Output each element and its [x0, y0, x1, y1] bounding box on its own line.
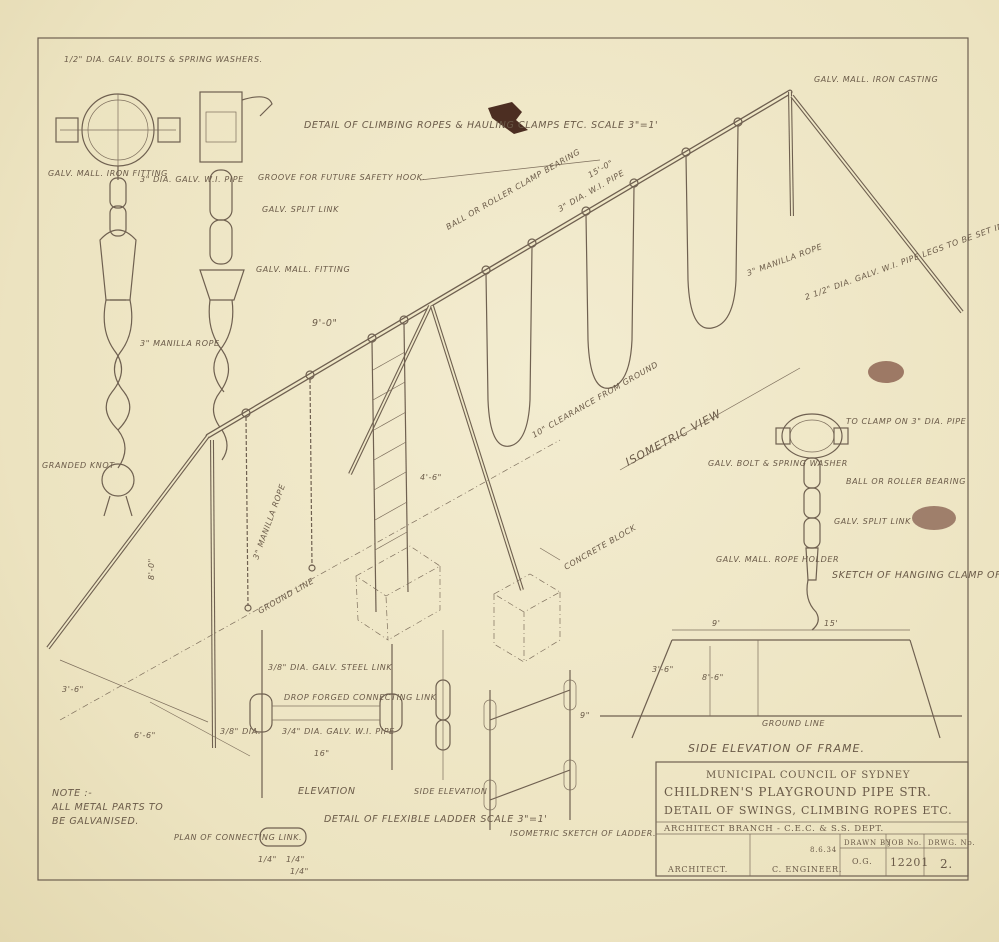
drawing-number-label: DRWG. No.	[928, 839, 975, 847]
mall-fitting-label: GALV. MALL. FITTING	[256, 265, 350, 274]
branch-name: ARCHITECT BRANCH - C.E.C. & S.S. DEPT.	[663, 824, 884, 834]
drawn-value: O.G.	[852, 857, 872, 866]
groove-label: GROOVE FOR FUTURE SAFETY HOOK.	[258, 173, 426, 182]
bearing-label: BALL OR ROLLER BEARING	[846, 477, 966, 486]
note-line-2: ALL METAL PARTS TO	[51, 802, 163, 813]
elevation-label: ELEVATION	[298, 786, 356, 797]
casting-label: GALV. MALL. IRON CASTING	[814, 75, 938, 84]
dim-6-iso: 6'-6"	[134, 731, 156, 740]
roller-label: BALL OR ROLLER CLAMP BEARING	[445, 147, 582, 232]
dim-3-6-iso: 3'-6"	[62, 685, 84, 694]
swing-rope-label: 3" MANILLA ROPE	[746, 242, 824, 278]
hanging-clamp-sketch	[775, 413, 849, 631]
dim-16: 16"	[314, 749, 330, 758]
bolts-label: 1/2" DIA. GALV. BOLTS & SPRING WASHERS.	[64, 55, 263, 64]
climbing-rope-detail	[55, 91, 273, 517]
isometric-frame	[46, 89, 964, 757]
dim-9-iso: 9'-0"	[312, 318, 338, 329]
side-elev-label: SIDE ELEVATION	[414, 787, 488, 796]
dim-4-6-iso: 4'-6"	[420, 473, 442, 482]
ladder-detail-label: DETAIL OF FLEXIBLE LADDER SCALE 3"=1'	[324, 814, 547, 825]
job-label: JOB No.	[887, 839, 922, 847]
side-elevation	[600, 629, 962, 739]
detail-title: DETAIL OF CLIMBING ROPES & HAULING CLAMP…	[304, 120, 658, 131]
dim-38: 3/8" DIA.	[220, 727, 261, 736]
holder-label: GALV. MALL. ROPE HOLDER	[716, 555, 839, 564]
project-name: CHILDREN'S PLAYGROUND PIPE STR.	[664, 785, 932, 799]
council-name: MUNICIPAL COUNCIL OF SYDNEY	[706, 770, 910, 781]
pipe-label: 3" DIA. GALV. W.I. PIPE	[140, 175, 244, 184]
dim-8-iso: 8'-0"	[147, 558, 156, 580]
fitting-label: GALV. MALL. IRON FITTING	[48, 169, 168, 178]
ladder-pipe-label: 3/4" DIA. GALV. W.I. PIPE	[282, 727, 395, 736]
dim-b: 1/4"	[286, 855, 305, 864]
side-ground: GROUND LINE	[762, 719, 825, 728]
drawing-border	[37, 37, 969, 881]
forged-label: DROP FORGED CONNECTING LINK	[284, 693, 437, 702]
dim-a: 1/4"	[258, 855, 277, 864]
bolt-label: GALV. BOLT & SPRING WASHER	[708, 459, 848, 468]
stain-spot	[912, 506, 956, 530]
clearance-label: 10" CLEARANCE FROM GROUND	[531, 360, 660, 440]
steel-link-label: 3/8" DIA. GALV. STEEL LINK	[268, 663, 392, 672]
drawn-label: DRAWN BY	[844, 839, 891, 847]
split-link-label: GALV. SPLIT LINK	[262, 205, 339, 214]
manilla-rope-label: 3" MANILLA ROPE	[251, 482, 287, 560]
plan-label: PLAN OF CONNECTING LINK.	[174, 833, 302, 842]
architect-label: ARCHITECT.	[667, 865, 728, 874]
split-label: GALV. SPLIT LINK	[834, 517, 911, 526]
concrete-block-label: CONCRETE BLOCK	[563, 523, 638, 572]
side-dim-9: 9'	[712, 619, 721, 628]
side-dim-8-6: 8'-6"	[702, 673, 724, 682]
sketch-label: SKETCH OF HANGING CLAMP OF SWINGS.	[832, 570, 999, 581]
stain-spot	[868, 361, 904, 383]
ink-stain	[488, 102, 528, 134]
note-line-3: BE GALVANISED.	[52, 816, 139, 827]
side-dim-15: 15'	[824, 619, 838, 628]
job-number: 12201	[890, 856, 929, 869]
clamp-on-label: TO CLAMP ON 3" DIA. PIPE	[846, 417, 967, 426]
iso-sketch-label: ISOMETRIC SKETCH OF LADDER.	[510, 829, 656, 838]
side-dim-3-6: 3'-6"	[652, 665, 674, 674]
manilla-label: 3" MANILLA ROPE	[140, 339, 220, 348]
side-dim-9in: 9"	[580, 711, 590, 720]
legs-label: 2 1/2" DIA. GALV. W.I. PIPE LEGS TO BE S…	[804, 203, 999, 302]
engineer-label: C. ENGINEER.	[772, 865, 842, 874]
note-heading: NOTE :-	[52, 788, 92, 799]
date-value: 8.6.34	[810, 846, 837, 854]
dim-c: 1/4"	[290, 867, 309, 876]
ground-line-iso: GROUND LINE	[257, 576, 316, 615]
drawing-detail: DETAIL OF SWINGS, CLIMBING ROPES ETC.	[664, 804, 952, 817]
drawing-number: 2.	[940, 857, 953, 871]
knot-label: GRANDED KNOT	[42, 461, 115, 470]
ladder-details	[249, 630, 577, 847]
side-title: SIDE ELEVATION OF FRAME.	[688, 742, 865, 755]
title-block	[655, 761, 969, 877]
